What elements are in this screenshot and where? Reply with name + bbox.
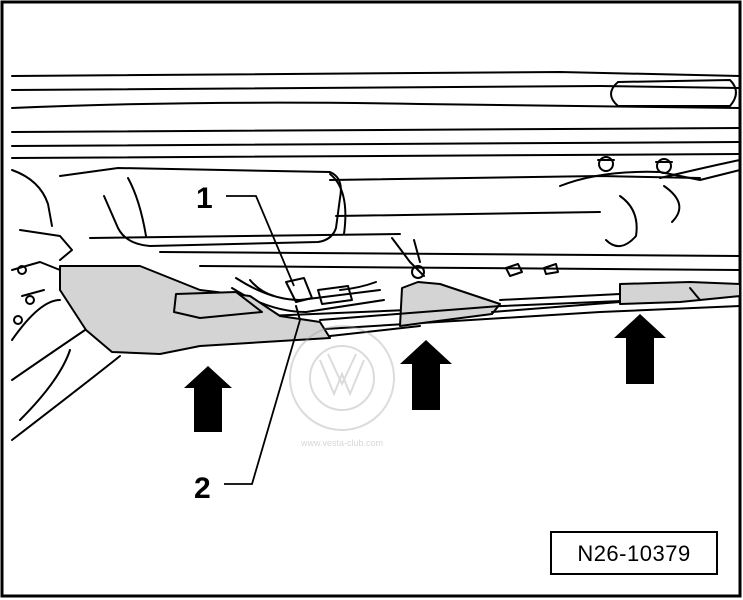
watermark-text: www.vesta-club.com (300, 438, 383, 448)
callout-1-label: 1 (196, 182, 213, 215)
callout-2-leader (224, 319, 301, 485)
figure-code: N26-10379 (577, 541, 690, 566)
underbody-panels (59, 265, 741, 355)
arrows (184, 314, 666, 432)
callout-2-label: 2 (194, 472, 211, 505)
callout-1-leader (226, 195, 295, 287)
middle-underbody-panel (399, 281, 501, 327)
figure-code-box (550, 531, 718, 575)
left-panel-arrow (184, 366, 232, 432)
vehicle-underbody (11, 71, 741, 441)
right-panel-arrow (614, 314, 666, 384)
middle-panel-arrow (400, 340, 452, 410)
right-underbody-panel (619, 281, 741, 305)
left-inner-panel (173, 291, 263, 319)
watermark-logo (289, 325, 395, 431)
